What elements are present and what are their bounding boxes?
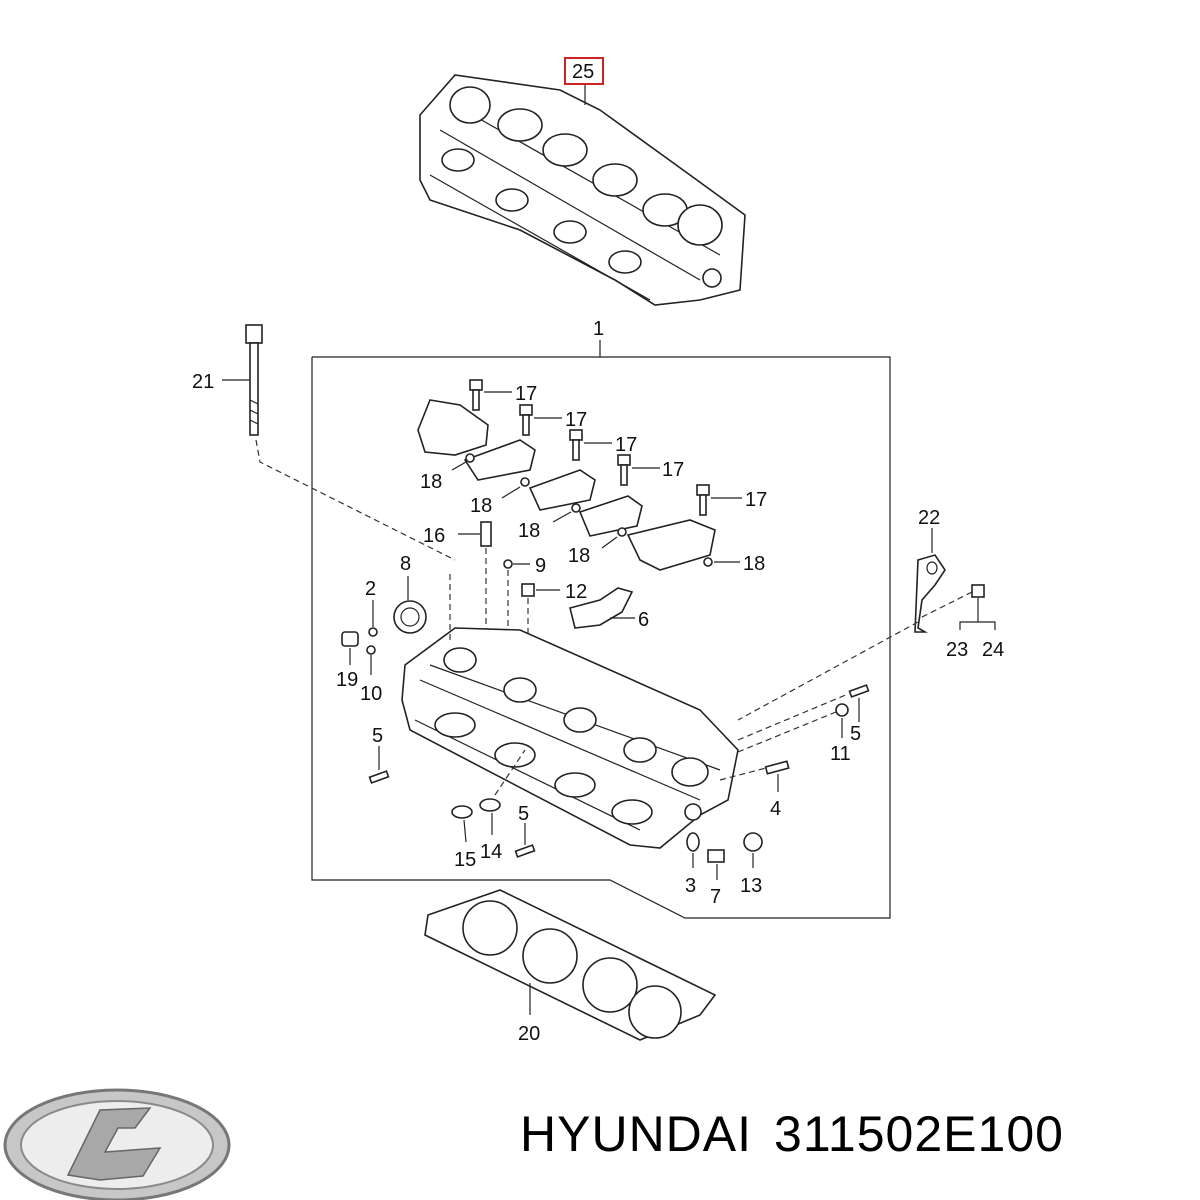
callout-14: 14: [480, 841, 502, 863]
callout-16: 16: [423, 525, 445, 547]
brand-name: HYUNDAI: [520, 1106, 753, 1162]
callout-17c: 17: [615, 434, 637, 456]
callout-18b: 18: [470, 495, 492, 517]
cylinder-head-assembly-image: [419, 74, 746, 306]
oil-seal-image: [393, 600, 427, 634]
callout-24: 24: [982, 639, 1004, 661]
callout-23: 23: [946, 639, 968, 661]
callout-17a: 17: [515, 383, 537, 405]
engine-bracket-image: [914, 554, 946, 633]
part-caption: HYUNDAI 311502E100: [520, 1105, 1086, 1163]
head-gasket-image: [424, 889, 717, 1041]
callout-box-25: [564, 57, 604, 85]
callout-19: 19: [336, 669, 358, 691]
callout-22: 22: [918, 507, 940, 529]
callout-21: 21: [192, 371, 214, 393]
callout-11: 11: [830, 743, 851, 765]
callout-2: 2: [365, 578, 376, 600]
callout-13: 13: [740, 875, 762, 897]
callout-5a: 5: [372, 725, 383, 747]
callout-20: 20: [518, 1023, 540, 1045]
callout-5c: 5: [850, 723, 861, 745]
water-outlet-pipe-image: [569, 587, 634, 629]
head-bolt-image: [245, 324, 263, 436]
camshaft-caps-image: [417, 399, 716, 571]
callout-17e: 17: [745, 489, 767, 511]
callout-8: 8: [400, 553, 411, 575]
callout-5b: 5: [518, 803, 529, 825]
callout-18e: 18: [743, 553, 765, 575]
assembly-frame: [311, 356, 891, 919]
callout-18a: 18: [420, 471, 442, 493]
callout-10: 10: [360, 683, 382, 705]
callout-6: 6: [638, 609, 649, 631]
callout-1: 1: [593, 318, 604, 340]
callout-17b: 17: [565, 409, 587, 431]
callout-9: 9: [535, 555, 546, 577]
cap-bolts-image: [469, 379, 710, 516]
callout-17d: 17: [662, 459, 684, 481]
callout-18c: 18: [518, 520, 540, 542]
part-number: 311502E100: [774, 1106, 1064, 1162]
hyundai-logo-icon: [3, 1088, 231, 1200]
callout-4: 4: [770, 798, 781, 820]
callout-18d: 18: [568, 545, 590, 567]
callout-15: 15: [454, 849, 476, 871]
callout-25: 25: [572, 61, 594, 83]
callout-7: 7: [710, 886, 721, 908]
cylinder-head-image: [401, 627, 739, 849]
callout-3: 3: [685, 875, 696, 897]
callout-12: 12: [565, 581, 587, 603]
